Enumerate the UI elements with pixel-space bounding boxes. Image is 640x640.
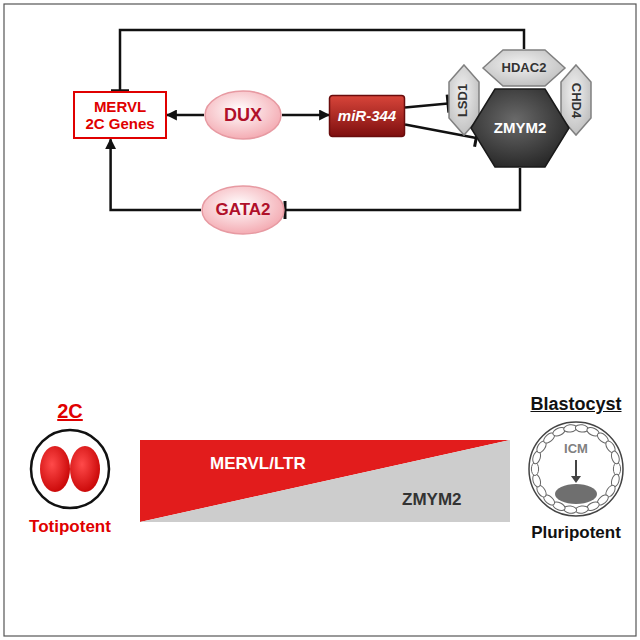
embryo-blastocyst: BlastocystPluripotent bbox=[526, 394, 626, 542]
embryo-2c: 2C Totipotent bbox=[28, 400, 112, 537]
shape-fill bbox=[483, 50, 565, 86]
gene-box: MERVL 2C Genes bbox=[73, 91, 167, 140]
node-label: CHD4 bbox=[569, 82, 584, 117]
frame-border bbox=[4, 4, 636, 636]
mirna-box: miR-344 bbox=[329, 95, 405, 137]
node-label: DUX bbox=[224, 105, 262, 126]
shape-fill bbox=[140, 440, 510, 522]
node-label: GATA2 bbox=[215, 200, 270, 220]
trophectoderm-cell bbox=[531, 462, 538, 475]
node-label: ZMYM2 bbox=[402, 490, 462, 510]
two-cell-embryo bbox=[28, 427, 112, 511]
node-label: LSD1 bbox=[457, 83, 472, 116]
trophectoderm-cell bbox=[613, 462, 620, 475]
gradient-wedge: ZMYM2 bbox=[140, 440, 510, 522]
shape-fill bbox=[205, 91, 281, 139]
structure-label: ICM bbox=[564, 441, 588, 456]
shape-fill bbox=[140, 440, 510, 522]
blastomere bbox=[40, 446, 70, 492]
inhibition-line bbox=[285, 168, 520, 210]
leader-arrowhead bbox=[571, 476, 581, 483]
node-heading: 2C bbox=[57, 400, 83, 423]
leader-arrow bbox=[575, 460, 577, 477]
node-outline bbox=[140, 440, 510, 522]
node-label: MERVL/LTR bbox=[210, 454, 306, 474]
inner-cell-mass bbox=[555, 484, 597, 504]
node-label: miR-344 bbox=[338, 107, 396, 124]
shape-fill bbox=[202, 186, 284, 234]
shape-fill bbox=[561, 65, 591, 135]
node-heading: Blastocyst bbox=[530, 394, 621, 415]
activation-arrow bbox=[111, 139, 201, 210]
node-label: MERVL 2C Genes bbox=[84, 98, 156, 133]
zona-pellucida bbox=[529, 422, 623, 516]
shape-fill bbox=[471, 89, 569, 167]
blastomere bbox=[70, 446, 100, 492]
node-label: ZMYM2 bbox=[494, 119, 547, 136]
node-label: Totipotent bbox=[29, 517, 111, 537]
trophectoderm-cell bbox=[610, 450, 621, 465]
complex-core: ZMYM2 bbox=[470, 88, 570, 168]
inhibition-line bbox=[405, 104, 448, 108]
complex-subunit: HDAC2 bbox=[482, 49, 566, 87]
factor-ellipse: DUX bbox=[204, 90, 282, 140]
trophectoderm-cell bbox=[531, 473, 542, 488]
zona-pellucida bbox=[31, 430, 109, 508]
activation-arrow bbox=[167, 114, 204, 117]
node-label: Pluripotent bbox=[531, 523, 621, 543]
trophectoderm-cell bbox=[575, 423, 589, 432]
node-label: HDAC2 bbox=[502, 61, 547, 76]
blastocyst-drawing bbox=[526, 419, 626, 519]
shape-fill bbox=[330, 96, 405, 137]
factor-ellipse: GATA2 bbox=[201, 185, 285, 235]
trophectoderm-cell bbox=[563, 505, 577, 514]
activation-arrow bbox=[282, 114, 329, 117]
